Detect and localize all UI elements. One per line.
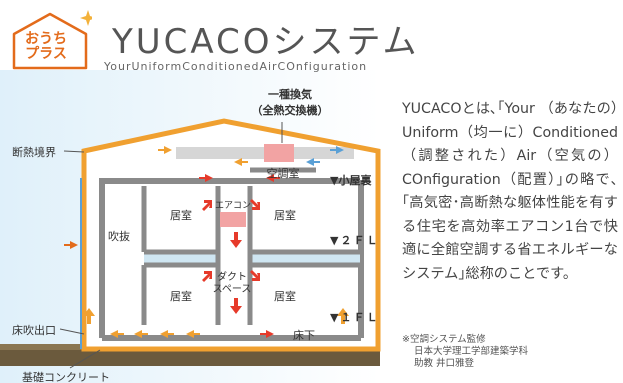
attic-level-label: ▼小屋裏 [330, 173, 372, 187]
arrow-left-blue [306, 158, 320, 166]
page-subtitle: YourUniformConditionedAirCOnfiguration [104, 60, 368, 73]
floor1-level-label: ▼１ＦＬ [330, 311, 379, 324]
underfloor-label: 床下 [293, 328, 315, 342]
floor-slab-left [144, 252, 218, 265]
room-2f-right-label: 居室 [274, 208, 296, 222]
floor2-level-label: ▼２ＦＬ [330, 234, 379, 247]
ventilation-sublabel: （全熱交換機） [252, 103, 329, 117]
note-line-2: 日本大学理工学部建築学科 [414, 346, 529, 357]
floor-outlet-label: 床吹出口 [12, 323, 56, 337]
page-title: YUCACOシステム [112, 22, 420, 62]
arrow-down-red [230, 232, 242, 248]
arrow-up-orange-left [83, 308, 95, 324]
arrow-up-orange-right [337, 308, 349, 324]
floor-slab-right [250, 252, 360, 265]
arrow-right-orange [158, 146, 172, 154]
arrow-right-blue [330, 146, 344, 154]
arrow-right-outer [64, 241, 78, 249]
note-line-1: ※空調システム監修 [402, 334, 486, 345]
aircon-unit [220, 212, 246, 227]
supervision-note: ※空調システム監修 日本大学理工学部建築学科 助教 井口雅登 [402, 334, 528, 370]
room-partitions [141, 167, 360, 325]
duct-space-label-1: ダクト [217, 270, 247, 283]
callout-lines [59, 122, 283, 369]
house-airflow-diagram: 一種換気 （全熱交換機） 断熱境界 空調室 ▼小屋裏 ▼２ＦＬ ▼１ＦＬ 居室 … [0, 87, 381, 383]
foundation-label: 基礎コンクリート [22, 371, 110, 383]
arrow-floor-red [260, 330, 274, 338]
heat-exchanger-unit [264, 144, 294, 162]
room-1f-left-label: 居室 [170, 289, 192, 303]
arrow-diag-red-right-2 [250, 270, 260, 281]
inner-structure [99, 178, 364, 341]
duct-space-label-2: スペース [213, 284, 252, 295]
arrow-right-red [199, 174, 213, 182]
arrow-floor-4 [186, 330, 200, 338]
arrow-down-red-2 [230, 298, 242, 314]
arrow-diag-red-left [202, 200, 212, 211]
arrow-floor-2 [134, 330, 148, 338]
insulation-boundary-label: 断熱境界 [12, 145, 56, 159]
logo-text: おうち プラス [14, 32, 78, 62]
ouchi-plus-logo [12, 10, 92, 70]
aircon-label: エアコン [215, 201, 251, 211]
ventilation-label: 一種換気 [268, 87, 312, 101]
logo-line-2: プラス [25, 46, 67, 62]
arrow-left-red [266, 174, 280, 182]
note-line-3: 助教 井口雅登 [414, 358, 475, 369]
arrow-floor-1 [110, 330, 124, 338]
room-1f-right-label: 居室 [274, 289, 296, 303]
arrow-floor-3 [160, 330, 174, 338]
airflow-arrows [64, 146, 349, 338]
atrium-label: 吹抜 [108, 229, 130, 243]
arrow-left-orange [234, 158, 248, 166]
arrow-diag-red-right [250, 199, 260, 210]
room-2f-left-label: 居室 [170, 208, 192, 222]
description-paragraph: YUCACOとは､｢Your （あなたの）Uniform（均一に）Conditi… [402, 101, 618, 282]
arrow-diag-red-left-2 [202, 271, 212, 282]
logo-line-1: おうち [25, 31, 67, 47]
aircon-room-label: 空調室 [267, 166, 300, 180]
